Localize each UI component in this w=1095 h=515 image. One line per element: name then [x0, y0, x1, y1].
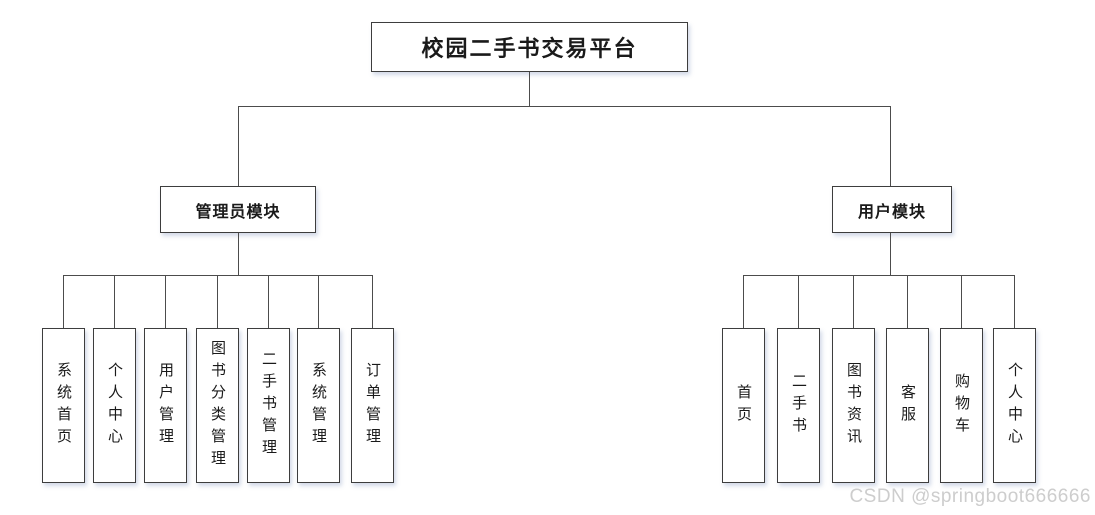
leaf-node-customer-service: 客服 — [886, 328, 929, 483]
leaf-node-system-management: 系统管理 — [297, 328, 340, 483]
connector-line — [853, 275, 854, 328]
connector-line — [238, 106, 239, 186]
connector-line — [890, 106, 891, 186]
connector-line — [114, 275, 115, 328]
leaf-node-label: 客服 — [899, 383, 916, 428]
leaf-node-order-management: 订单管理 — [351, 328, 394, 483]
leaf-node-label: 图书分类管理 — [209, 339, 226, 472]
connector-line — [907, 275, 908, 328]
connector-line — [890, 233, 891, 275]
leaf-node-system-home: 系统首页 — [42, 328, 85, 483]
connector-line — [743, 275, 1015, 276]
module-node-label: 用户模块 — [857, 203, 926, 221]
leaf-node-label: 二手书管理 — [260, 350, 277, 461]
connector-line — [743, 275, 744, 328]
leaf-node-personal-center-admin: 个人中心 — [93, 328, 136, 483]
leaf-node-label: 个人中心 — [1006, 361, 1023, 450]
leaf-node-label: 首页 — [735, 383, 752, 428]
leaf-node-secondhand-books: 二手书 — [777, 328, 820, 483]
leaf-node-label: 个人中心 — [106, 361, 123, 450]
leaf-node-user-management: 用户管理 — [144, 328, 187, 483]
leaf-node-label: 用户管理 — [157, 361, 174, 450]
leaf-node-label: 系统管理 — [310, 361, 327, 450]
leaf-node-secondhand-book-management: 二手书管理 — [247, 328, 290, 483]
root-node-label: 校园二手书交易平台 — [421, 36, 638, 61]
leaf-node-label: 二手书 — [790, 372, 807, 439]
root-node: 校园二手书交易平台 — [371, 22, 688, 72]
connector-line — [1014, 275, 1015, 328]
module-node-label: 管理员模块 — [195, 203, 281, 221]
leaf-node-book-news: 图书资讯 — [832, 328, 875, 483]
leaf-node-label: 图书资讯 — [845, 361, 862, 450]
connector-line — [268, 275, 269, 328]
connector-line — [798, 275, 799, 328]
module-node-user: 用户模块 — [832, 186, 952, 233]
connector-line — [961, 275, 962, 328]
leaf-node-book-category-management: 图书分类管理 — [196, 328, 239, 483]
leaf-node-label: 购物车 — [953, 372, 970, 439]
csdn-watermark: CSDN @springboot666666 — [849, 486, 1091, 507]
leaf-node-home: 首页 — [722, 328, 765, 483]
connector-line — [318, 275, 319, 328]
connector-line — [529, 72, 530, 106]
leaf-node-shopping-cart: 购物车 — [940, 328, 983, 483]
connector-line — [238, 106, 891, 107]
leaf-node-personal-center-user: 个人中心 — [993, 328, 1036, 483]
connector-line — [63, 275, 64, 328]
leaf-node-label: 订单管理 — [364, 361, 381, 450]
connector-line — [238, 233, 239, 275]
leaf-node-label: 系统首页 — [55, 361, 72, 450]
connector-line — [165, 275, 166, 328]
connector-line — [372, 275, 373, 328]
connector-line — [63, 275, 373, 276]
connector-line — [217, 275, 218, 328]
module-node-admin: 管理员模块 — [160, 186, 316, 233]
